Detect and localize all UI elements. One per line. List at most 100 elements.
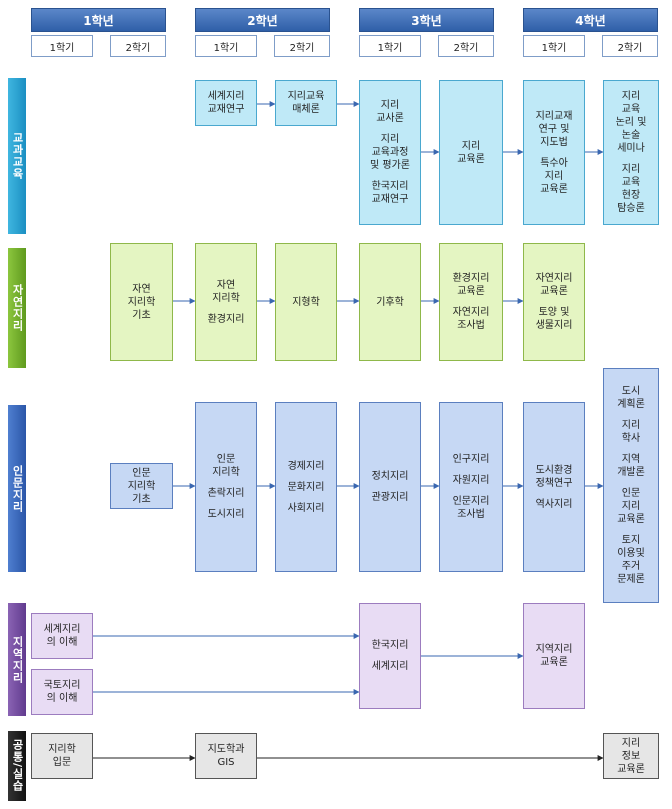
course-line: 특수아 (540, 157, 568, 169)
course-line: 지리 (621, 164, 641, 175)
course-line: 역사지리 (535, 498, 573, 510)
year-header-4: 4학년 (523, 8, 658, 32)
course-line: 환경지리 (452, 273, 490, 284)
course-line: 교육론 (617, 763, 645, 775)
course-line: 사회지리 (287, 502, 325, 514)
course-line: 관광지리 (371, 492, 409, 503)
course-line: 계획론 (617, 399, 645, 410)
course-line: 인문지리 (452, 496, 490, 507)
course-line: 교육과정 (371, 147, 409, 158)
course-line: 지리 (621, 737, 641, 749)
course-line: 생물지리 (535, 320, 573, 331)
course-line: 자원지리 (452, 475, 490, 486)
course-line: 토양 및 (538, 307, 570, 318)
semester-header-y3-s1: 1학기 (359, 35, 421, 57)
course-line: 지리교재 (535, 110, 573, 122)
course-line: 세계지리 (43, 624, 81, 635)
category-jiyeok: 지역지리 (8, 603, 26, 716)
course-line: 도시환경 (535, 464, 573, 476)
course-line: 문화지리 (287, 481, 325, 493)
course-line: 의 이해 (46, 637, 78, 648)
course-line: 논리 및 (615, 117, 647, 128)
course-line: 지리학 (127, 480, 156, 492)
course-line: 환경지리 (207, 313, 245, 325)
course-line: 교사론 (376, 113, 404, 124)
course-line: 한국지리 (371, 640, 409, 651)
course-line: GIS (217, 757, 235, 768)
semester-header-y2-s1: 1학기 (195, 35, 257, 57)
category-gongtong: 공통/실습 (8, 731, 26, 801)
course-line: 국토지리 (43, 680, 81, 691)
course-line: 입문 (52, 757, 72, 768)
course-line: 지역지리 (535, 644, 573, 655)
course-line: 지리 (621, 91, 641, 102)
course-line: 조사법 (457, 509, 485, 520)
course-line: 기초 (132, 309, 151, 321)
course-line: 도시 (621, 386, 641, 397)
course-line: 기초 (132, 493, 151, 505)
course-line: 조사법 (457, 320, 485, 331)
course-line: 지리교육 (287, 91, 325, 102)
course-line: 지도법 (540, 136, 568, 148)
course-line: 기후학 (376, 296, 404, 308)
course-line: 인문 (132, 467, 151, 479)
course-line: 정보 (621, 750, 641, 762)
year-header-1: 1학년 (31, 8, 166, 32)
course-line: 인문 (621, 488, 641, 499)
semester-header-y4-s2: 2학기 (602, 35, 658, 57)
course-line: 지리 (380, 134, 400, 145)
year-header-3: 3학년 (359, 8, 494, 32)
course-line: 교육론 (540, 286, 568, 297)
semester-header-y2-s2: 2학기 (274, 35, 330, 57)
course-line: 지리학 (127, 296, 156, 308)
course-line: 지리 (461, 140, 481, 152)
course-line: 교육론 (540, 657, 568, 668)
course-line: 연구 및 (538, 123, 570, 135)
course-line: 한국지리 (371, 181, 409, 192)
course-line: 정책연구 (535, 477, 573, 489)
semester-header-y1-s1: 1학기 (31, 35, 93, 57)
course-line: 교육 (621, 177, 641, 188)
course-line: 세계지리 (207, 91, 245, 102)
course-line: 교육론 (540, 183, 568, 195)
category-jayeon: 자연지리 (8, 248, 26, 368)
category-inmun: 인문지리 (8, 405, 26, 572)
course-line: 토지 (621, 535, 641, 546)
course-line: 현장 (621, 190, 641, 201)
course-line: 의 이해 (46, 693, 78, 704)
course-line: 지리 (621, 501, 641, 512)
course-line: 지리 (544, 170, 564, 182)
course-line: 지리학 (212, 292, 240, 304)
course-line: 도시지리 (207, 509, 245, 520)
course-climatology: 기후학 (359, 243, 421, 361)
course-line: 교육론 (457, 286, 485, 297)
course-line: 정치지리 (371, 471, 409, 482)
semester-header-y3-s2: 2학기 (438, 35, 494, 57)
course-line: 자연 (132, 283, 151, 295)
course-geomorphology: 지형학 (275, 243, 337, 361)
course-line: 세미나 (617, 143, 645, 154)
year-header-2: 2학년 (195, 8, 330, 32)
course-line: 논술 (621, 130, 641, 141)
course-line: 교육론 (617, 514, 645, 525)
course-line: 교육 (621, 104, 641, 115)
